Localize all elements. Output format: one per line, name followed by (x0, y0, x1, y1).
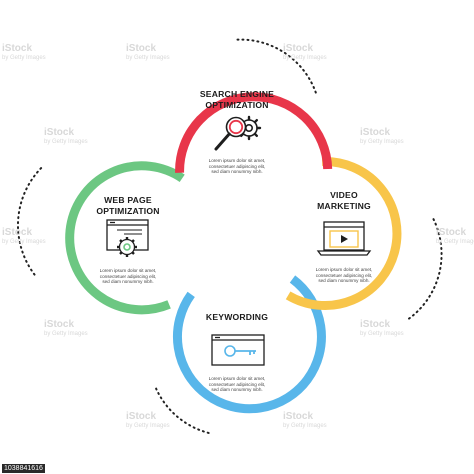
seo-title-line1: SEARCH ENGINE (199, 89, 275, 99)
keyword-title-line1: KEYWORDING (205, 312, 269, 322)
video-body-line3: sed diam nonummy nibh. (318, 278, 370, 284)
keyword-body: Lorem ipsum dolor sit amet, consectetuer… (192, 376, 282, 393)
dotted-arc-bottom (155, 387, 213, 435)
web-title-line2: OPTIMIZATION (96, 205, 160, 216)
browser-gear-icon (106, 219, 149, 257)
ring-blue (173, 275, 326, 414)
dotted-arc-left (17, 167, 43, 278)
web-title-line1: WEB PAGE (104, 195, 152, 205)
seo-title: SEARCH ENGINE OPTIMIZATION (187, 89, 287, 110)
browser-key-icon (211, 334, 265, 366)
seo-body-line2: consectetuer adipiscing elit, (208, 163, 266, 169)
video-body-line2: consectetuer adipiscing elit, (315, 272, 373, 278)
ring-red (175, 92, 333, 173)
ring-green (65, 161, 185, 315)
laptop-video-icon (316, 221, 372, 256)
seo-body: Lorem ipsum dolor sit amet, consectetuer… (192, 158, 282, 175)
web-body-line3: sed diam nonummy nibh. (102, 279, 154, 285)
web-body-line2: consectetuer adipiscing elit, (99, 273, 157, 279)
video-title-line2: MARKETING (317, 200, 371, 211)
web-title: WEB PAGE OPTIMIZATION (78, 195, 178, 216)
web-body-line1: Lorem ipsum dolor sit amet, (99, 268, 157, 273)
video-title-line1: VIDEO (330, 190, 358, 200)
web-body: Lorem ipsum dolor sit amet, consectetuer… (83, 268, 173, 285)
keyword-body-line2: consectetuer adipiscing elit, (208, 381, 266, 387)
ring-yellow (285, 157, 402, 310)
keyword-body-line1: Lorem ipsum dolor sit amet, (208, 376, 266, 381)
dotted-arc-right (406, 218, 443, 321)
keyword-title: KEYWORDING (187, 312, 287, 323)
seo-title-line2: OPTIMIZATION (205, 99, 269, 110)
magnifier-gear-icon (214, 115, 262, 151)
dotted-arc-top (236, 38, 318, 95)
keyword-body-line3: sed diam nonummy nibh. (211, 387, 263, 393)
seo-body-line3: sed diam nonummy nibh. (211, 169, 263, 175)
dotted-arcs (17, 38, 443, 435)
video-title: VIDEO MARKETING (294, 190, 394, 211)
video-body: Lorem ipsum dolor sit amet, consectetuer… (299, 267, 389, 284)
stock-id-label: 1038841616 (2, 464, 45, 473)
video-body-line1: Lorem ipsum dolor sit amet, (315, 267, 373, 272)
seo-body-line1: Lorem ipsum dolor sit amet, (208, 158, 266, 163)
